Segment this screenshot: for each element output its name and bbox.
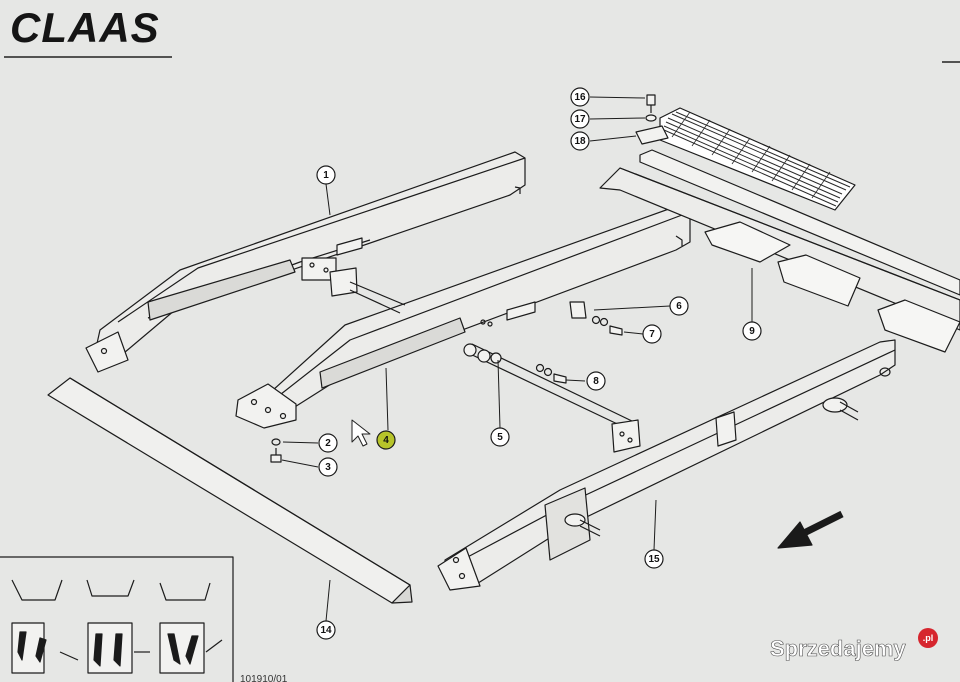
callout-8: 8 <box>586 371 606 391</box>
drawing-number: 101910/01 <box>240 674 288 682</box>
part-6-bracket <box>569 301 623 336</box>
cross-tube-upper <box>329 267 406 314</box>
callout-number: 6 <box>676 301 682 312</box>
part-14-angle-profile <box>47 377 413 604</box>
callout-circle <box>642 324 662 344</box>
callout-3: 3 <box>318 457 338 477</box>
mouse-cursor-icon <box>351 419 371 447</box>
variant-inset <box>0 556 234 682</box>
part-16-17-18-fasteners <box>635 94 669 145</box>
callout-number: 8 <box>593 376 599 387</box>
callout-4: 4 <box>376 430 396 450</box>
leader-lines <box>281 96 753 622</box>
callout-number: 7 <box>649 329 655 340</box>
watermark-badge-text: .pl <box>923 633 934 643</box>
callout-5: 5 <box>490 427 510 447</box>
callout-circle <box>669 296 689 316</box>
part-9-rear-crossmember <box>599 149 960 353</box>
callout-number: 5 <box>497 432 503 443</box>
direction-arrow-icon <box>777 510 844 549</box>
callout-number: 3 <box>325 462 331 473</box>
callout-circle <box>490 427 510 447</box>
part-5-cross-tube <box>463 343 641 453</box>
part-2-3-washer-bolt <box>270 438 282 463</box>
callout-number: 2 <box>325 438 331 449</box>
claas-logo: CLAAS <box>4 4 960 63</box>
callout-number: 14 <box>320 625 332 636</box>
callout-circle <box>318 457 338 477</box>
callout-labels: 1 2 3 4 5 6 7 8 9 14 15 16 17 18 <box>316 87 762 640</box>
callout-15: 15 <box>644 549 664 569</box>
callout-6: 6 <box>669 296 689 316</box>
callout-circle <box>586 371 606 391</box>
callout-circle <box>316 620 336 640</box>
callout-9: 9 <box>742 321 762 341</box>
callout-circle <box>570 131 590 151</box>
callout-circle <box>742 321 762 341</box>
grille-panel <box>659 107 856 211</box>
callout-17: 17 <box>570 109 590 129</box>
callout-14: 14 <box>316 620 336 640</box>
callout-circle <box>570 87 590 107</box>
callout-circle <box>376 430 396 450</box>
callout-7: 7 <box>642 324 662 344</box>
part-4-frame-beam <box>235 204 691 429</box>
watermark-badge-icon <box>918 628 938 648</box>
watermark-text: Sprzedajemy <box>770 636 906 661</box>
watermark: Sprzedajemy .pl <box>770 628 938 661</box>
callout-number: 17 <box>574 114 586 125</box>
callout-circle <box>570 109 590 129</box>
callout-2: 2 <box>318 433 338 453</box>
callout-number: 16 <box>574 92 586 103</box>
callout-18: 18 <box>570 131 590 151</box>
part-1-frame-beam <box>85 151 526 373</box>
callout-number: 18 <box>574 136 586 147</box>
callout-number: 4 <box>383 435 389 446</box>
callout-number: 15 <box>648 554 660 565</box>
logo-text: CLAAS <box>10 4 160 51</box>
callout-circle <box>318 433 338 453</box>
callout-number: 9 <box>749 326 755 337</box>
callout-16: 16 <box>570 87 590 107</box>
callout-circle <box>644 549 664 569</box>
callout-1: 1 <box>316 165 336 185</box>
callout-number: 1 <box>323 170 329 181</box>
part-15-frame-beam <box>437 339 896 591</box>
part-8-bolts <box>535 363 567 384</box>
callout-circle <box>316 165 336 185</box>
